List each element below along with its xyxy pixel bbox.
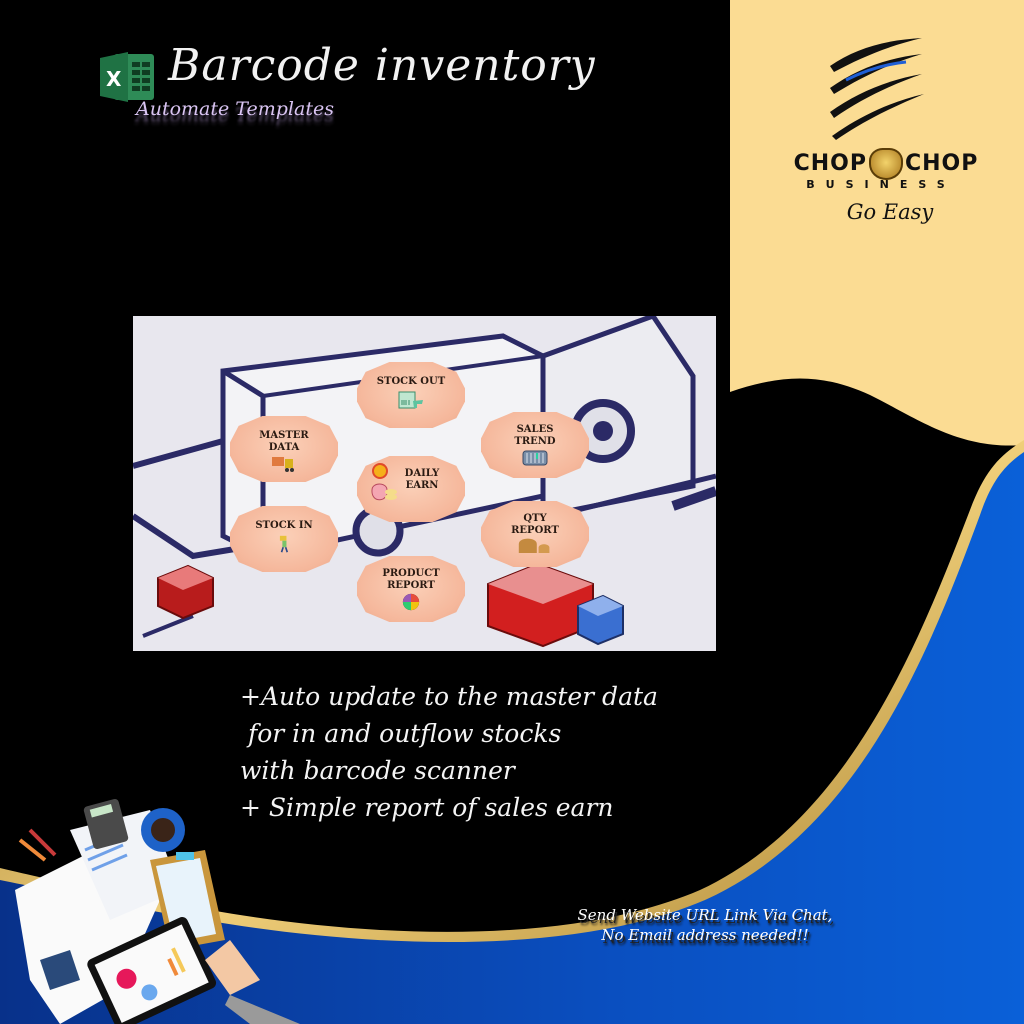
page-subtitle: Automate Templates bbox=[136, 98, 334, 120]
svg-text:X: X bbox=[106, 67, 122, 91]
cta-line-2: No Email address needed!! bbox=[601, 926, 809, 944]
barcode-scanner-icon bbox=[398, 391, 423, 409]
feature-line: for in and outflow stocks bbox=[240, 719, 562, 748]
pie-chart-icon bbox=[402, 593, 420, 611]
bear-head-icon bbox=[869, 148, 903, 180]
stock-in-button[interactable]: STOCK IN bbox=[230, 506, 338, 572]
feature-list: +Auto update to the master data for in a… bbox=[240, 678, 658, 826]
call-to-action: Send Website URL Link Via Chat, No Email… bbox=[505, 905, 905, 945]
brand-subname: BUSINESS bbox=[806, 178, 956, 191]
office-desk-illustration bbox=[15, 798, 300, 1024]
forklift-icon bbox=[272, 457, 294, 472]
claw-marks-icon bbox=[830, 38, 924, 140]
brand-name-right: CHOP bbox=[905, 151, 979, 176]
brand-name-left: CHOP bbox=[793, 151, 867, 176]
money-bag-icon bbox=[371, 463, 397, 501]
stock-out-button[interactable]: STOCK OUT bbox=[357, 362, 465, 428]
chart-icon bbox=[522, 450, 548, 466]
feature-line: + Simple report of sales earn bbox=[240, 793, 614, 822]
worker-carrying-box-icon bbox=[279, 535, 289, 553]
feature-line: +Auto update to the master data bbox=[240, 682, 658, 711]
brand-tagline: Go Easy bbox=[846, 200, 934, 224]
brand-name: CHOP CHOP bbox=[776, 148, 996, 180]
excel-icon: X bbox=[100, 52, 154, 102]
boxes-icon bbox=[518, 538, 550, 553]
page-title: Barcode inventory bbox=[168, 40, 596, 91]
feature-line: with barcode scanner bbox=[240, 756, 515, 785]
cta-line-1: Send Website URL Link Via Chat, bbox=[577, 906, 833, 924]
